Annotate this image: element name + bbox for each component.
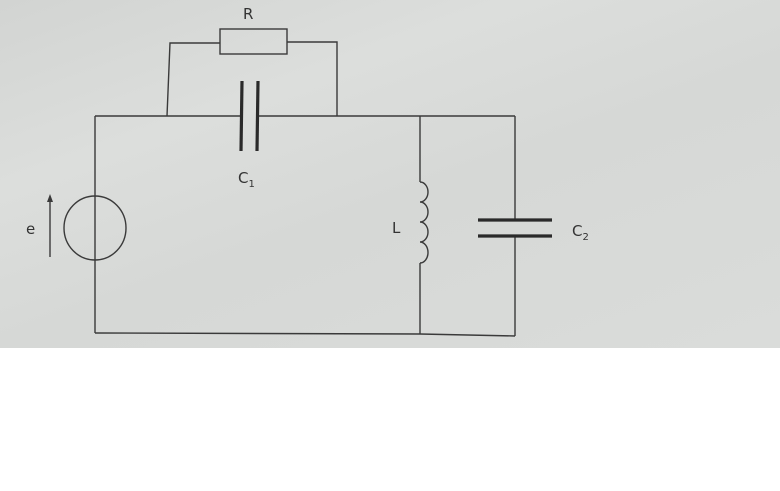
resistor-label: R — [243, 5, 253, 23]
source-label: e — [26, 220, 35, 238]
inductor-label: L — [392, 219, 401, 237]
capacitor-c1-plate-right — [255, 80, 260, 152]
circuit-diagram: R C1 L C2 e — [26, 5, 589, 337]
wire-r-branch — [166, 41, 338, 117]
voltage-source — [63, 195, 127, 261]
capacitor-c2-label: C2 — [572, 222, 589, 243]
paper-background — [0, 0, 780, 348]
inductor-l — [419, 181, 429, 264]
source-arrow-head-icon — [47, 194, 53, 202]
capacitor-c1-label: C1 — [238, 169, 255, 190]
wire-bottom — [94, 332, 516, 337]
capacitor-c1-plate-left — [239, 80, 244, 152]
resistor-r — [219, 28, 288, 55]
